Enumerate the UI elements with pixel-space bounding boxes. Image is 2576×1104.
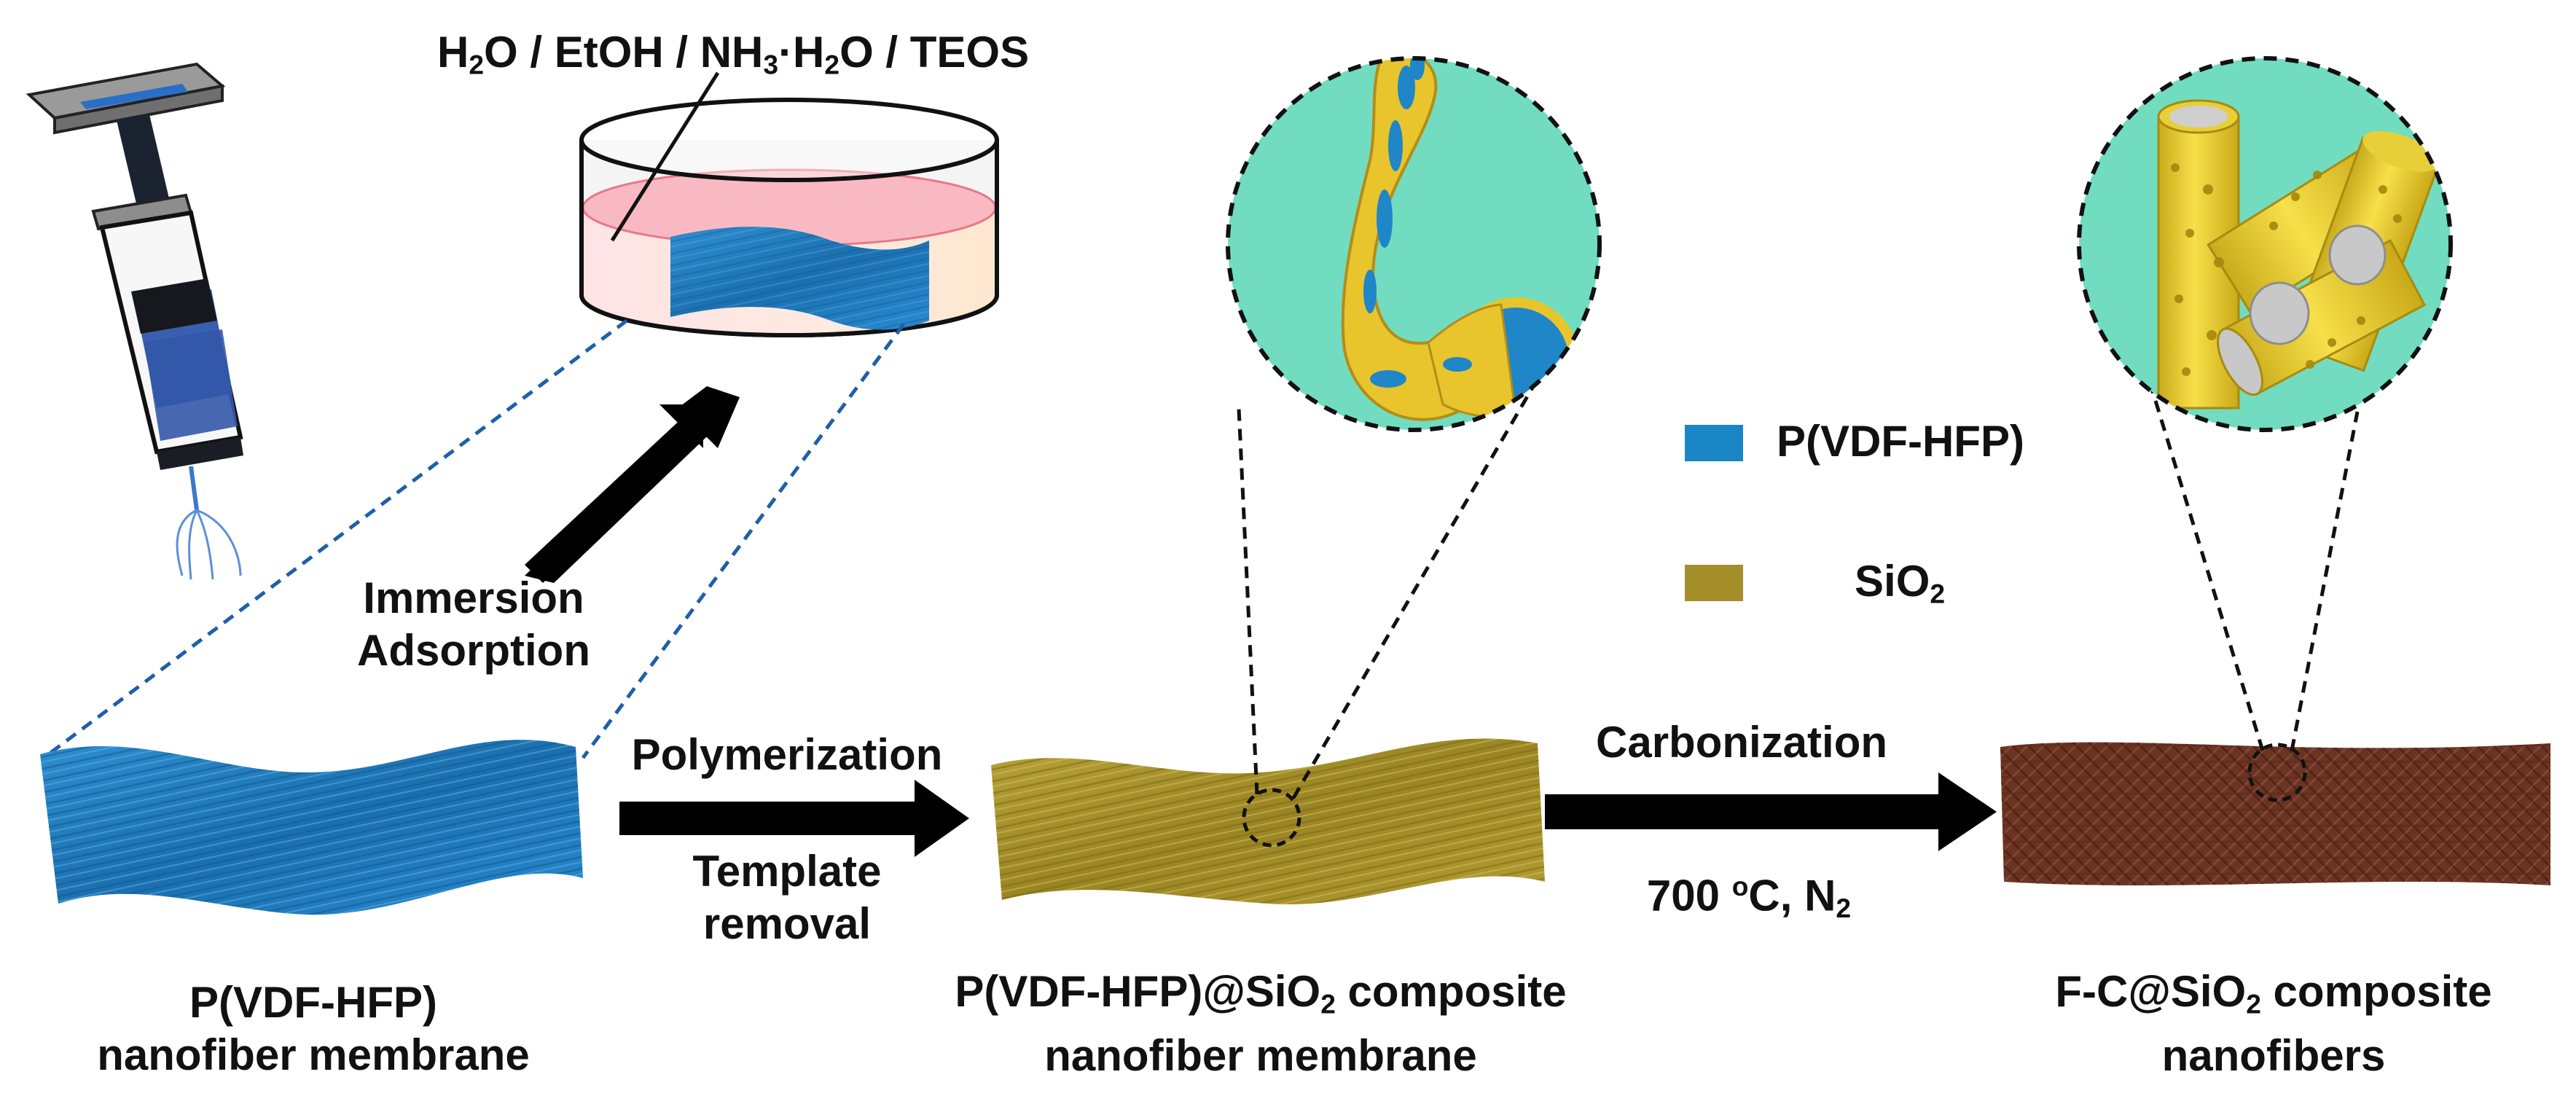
zoom-lines-dish: [42, 319, 906, 759]
membrane-1-caption: P(VDF-HFP) nanofiber membrane: [97, 978, 530, 1079]
membrane-3-caption: F-C@SiO2 composite nanofibers: [2055, 967, 2492, 1081]
carbonization-condition-label: 700 oC, N2: [1646, 871, 1852, 923]
zoom-carbon-fibers: [2077, 56, 2453, 432]
solution-label: H2O / EtOH / NH3·H2O / TEOS: [437, 28, 1030, 80]
membrane-2-caption: P(VDF-HFP)@SiO2 composite nanofiber memb…: [955, 967, 1567, 1081]
carbon-nanofiber-image: [2000, 742, 2550, 885]
polymerization-label: Polymerization: [631, 730, 943, 779]
carbonization-label: Carbonization: [1596, 718, 1887, 767]
pvdf-membrane-image: [40, 740, 583, 915]
zoom-lines-composite: [1237, 377, 1540, 799]
template-removal-label: Template removal: [692, 847, 882, 948]
petri-dish: [579, 71, 999, 337]
legend-label-sio2: SiO2: [1855, 557, 1946, 609]
legend-swatch-sio2: [1685, 565, 1743, 601]
syringe-icon: [26, 62, 243, 580]
polymerization-arrow: [619, 780, 969, 857]
zoom-composite-fiber: [1226, 56, 1602, 432]
zoom-lines-carbon: [2137, 345, 2360, 751]
immersion-label: Immersion Adsorption: [357, 573, 590, 675]
legend-swatch-pvdf: [1685, 425, 1743, 461]
carbonization-arrow: [1545, 772, 1997, 851]
composite-membrane-image: [991, 738, 1545, 904]
legend-label-pvdf: P(VDF-HFP): [1777, 417, 2024, 466]
immersion-arrow: [525, 386, 740, 583]
